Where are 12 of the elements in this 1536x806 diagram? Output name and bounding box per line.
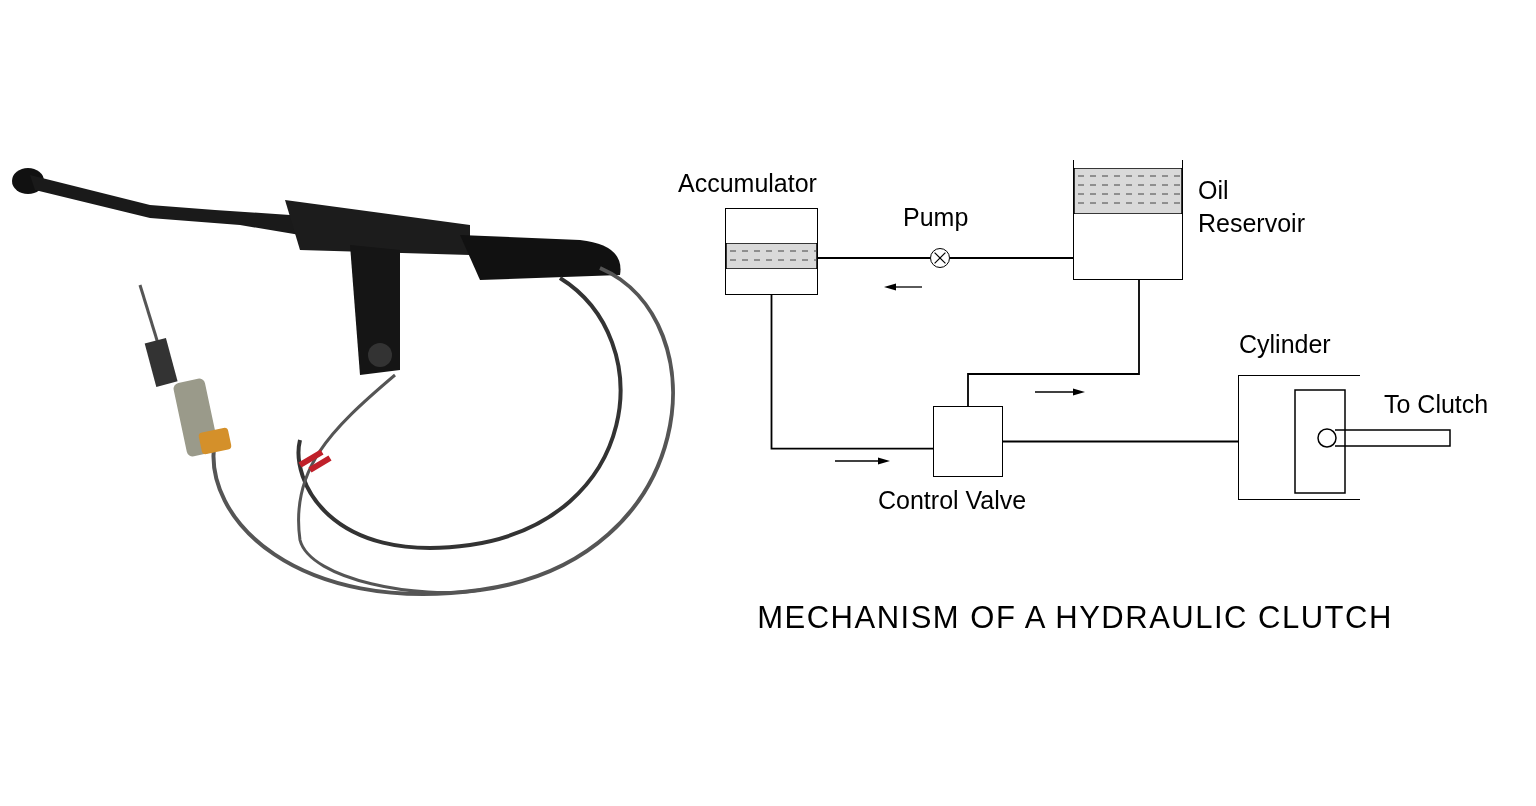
part-label: To Clutch (1384, 392, 1489, 417)
pipe-line (770, 294, 934, 450)
component-label: Accumulator (678, 171, 817, 196)
component-label: Cylinder (1239, 332, 1331, 357)
pipe-line (817, 257, 931, 259)
pipe-line (949, 257, 1074, 259)
component-label: Oil Reservoir (1198, 175, 1306, 239)
component-label: Pump (903, 205, 969, 230)
diagram-title: MECHANISM OF A HYDRAULIC CLUTCH (756, 599, 1394, 637)
pipe-line (967, 279, 1140, 407)
component-label: Control Valve (878, 488, 1027, 513)
pipe-line (1002, 440, 1239, 443)
